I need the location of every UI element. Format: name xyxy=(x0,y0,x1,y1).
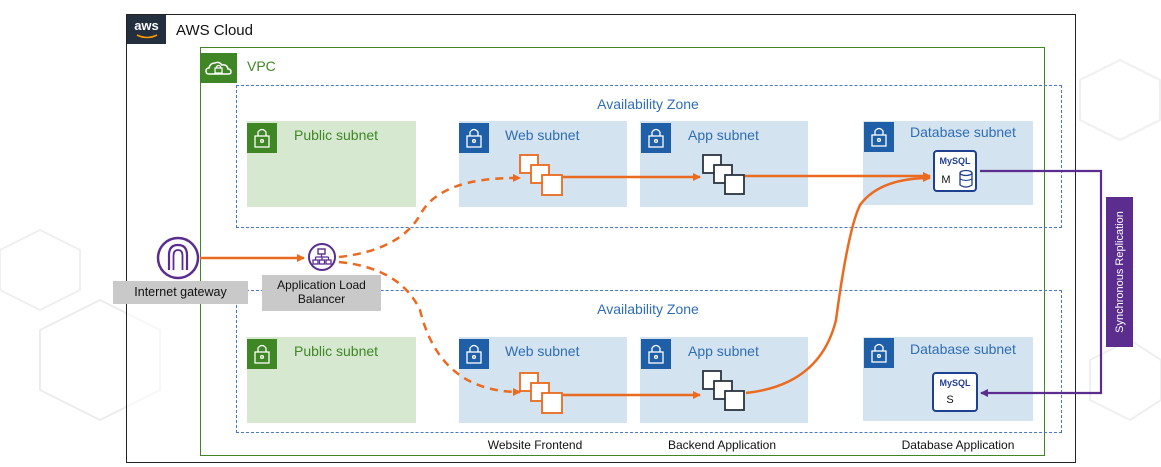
app-subnet-2-label: App subnet xyxy=(688,343,759,359)
tier-label-app: Backend Application xyxy=(667,438,777,452)
lock-icon xyxy=(459,339,489,369)
public-subnet-1-label: Public subnet xyxy=(294,127,379,143)
mysql-standby-engine-label: MySQL xyxy=(939,378,971,388)
internet-gateway-icon xyxy=(156,236,200,280)
lock-icon xyxy=(459,123,489,153)
aws-cloud-title: AWS Cloud xyxy=(176,22,253,39)
availability-zone-2 xyxy=(236,290,1062,433)
web-subnet-2-label: Web subnet xyxy=(505,343,580,359)
aws-smile-icon xyxy=(136,34,158,39)
mysql-master-icon: MySQL M xyxy=(933,150,977,192)
replication-arrow xyxy=(980,169,1103,397)
load-balancer-label-line2: Balancer xyxy=(297,292,346,306)
aws-logo: aws xyxy=(127,15,166,44)
vpc-title: VPC xyxy=(247,58,276,74)
mysql-standby-icon: MySQL S xyxy=(932,372,978,412)
web-subnet-1-label: Web subnet xyxy=(505,127,580,143)
app-subnet-1-label: App subnet xyxy=(688,127,759,143)
app-instances-icon xyxy=(702,154,745,195)
database-subnet-1-label: Database subnet xyxy=(910,124,1016,140)
availability-zone-1 xyxy=(236,85,1062,228)
mysql-master-role-label: M xyxy=(941,174,950,186)
public-subnet-2-label: Public subnet xyxy=(294,343,379,359)
lock-icon xyxy=(641,339,671,369)
availability-zone-2-title: Availability Zone xyxy=(597,301,699,317)
load-balancer-label: Application Load Balancer xyxy=(262,275,381,311)
lock-icon xyxy=(247,339,277,369)
mysql-master-engine-label: MySQL xyxy=(939,156,971,166)
mysql-standby-role-label: S xyxy=(946,394,953,406)
database-subnet-2-label: Database subnet xyxy=(910,341,1016,357)
vpc-cloud-lock-icon xyxy=(200,53,237,83)
lock-glyphs xyxy=(254,127,887,364)
lock-icon xyxy=(247,123,277,153)
internet-gateway-label: Internet gateway xyxy=(113,281,248,304)
alb-to-web-2-arrow xyxy=(338,260,521,396)
load-balancer-label-line1: Application Load xyxy=(277,278,366,292)
vpc-container xyxy=(200,47,1045,456)
availability-zone-1-title: Availability Zone xyxy=(597,96,699,112)
synchronous-replication-box: Synchronous Replication xyxy=(1106,197,1133,347)
aws-logo-text: aws xyxy=(134,18,159,33)
web-instances-icon xyxy=(519,154,563,196)
lock-icon xyxy=(864,338,894,368)
tier-label-web: Website Frontend xyxy=(487,438,583,452)
alb-to-web-1-arrow xyxy=(338,173,521,259)
tier-label-db: Database Application xyxy=(901,438,1015,452)
app-2-to-db-master-arrow xyxy=(745,174,931,395)
lock-icon xyxy=(864,122,894,152)
lock-icon xyxy=(641,123,671,153)
load-balancer-icon xyxy=(308,243,336,271)
web-instances-icon xyxy=(519,372,563,414)
app-instances-icon xyxy=(702,370,745,411)
